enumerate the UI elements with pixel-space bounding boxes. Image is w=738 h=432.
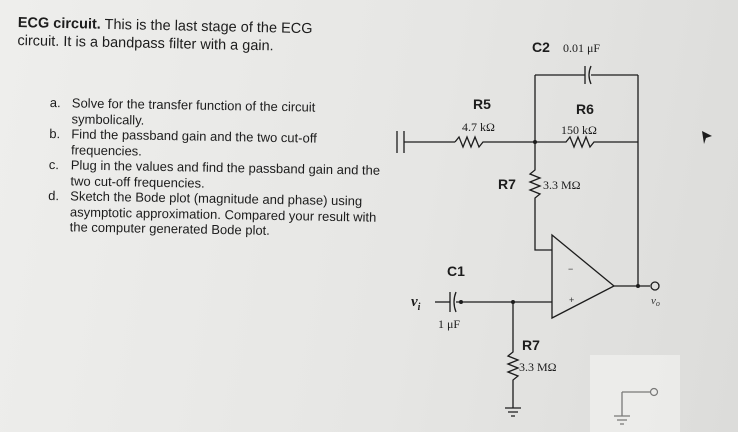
vo-label: vo (651, 295, 660, 308)
r7-top-label: R7 (498, 176, 516, 192)
r6-label: R6 (576, 101, 594, 117)
vi-label: vi (411, 294, 421, 313)
faint-ground-symbol (614, 387, 659, 425)
op-amp (551, 142, 660, 320)
cursor-icon (702, 131, 712, 144)
op-amp-minus: − (568, 264, 573, 274)
r6-value: 150 kΩ (561, 123, 597, 137)
r6-resistor (535, 135, 638, 149)
r5-resistor (454, 135, 535, 149)
r7-top-resistor (528, 142, 552, 251)
r7-top-value: 3.3 MΩ (543, 178, 581, 192)
glare-region (590, 355, 680, 432)
op-amp-plus: + (569, 295, 574, 305)
c1-value: 1 μF (438, 317, 460, 331)
c2-value: 0.01 μF (563, 41, 600, 55)
r5-label: R5 (473, 96, 491, 112)
r7-bottom-resistor (506, 302, 520, 408)
c1-label: C1 (447, 263, 465, 279)
c2-capacitor (535, 65, 638, 85)
r5-value: 4.7 kΩ (462, 120, 495, 134)
c2-label: C2 (532, 39, 550, 55)
input-capacitor (396, 131, 455, 153)
ground-symbol (505, 407, 521, 417)
c1-capacitor (435, 291, 552, 313)
r7-bottom-label: R7 (522, 337, 540, 353)
r7-bottom-value: 3.3 MΩ (519, 360, 557, 374)
